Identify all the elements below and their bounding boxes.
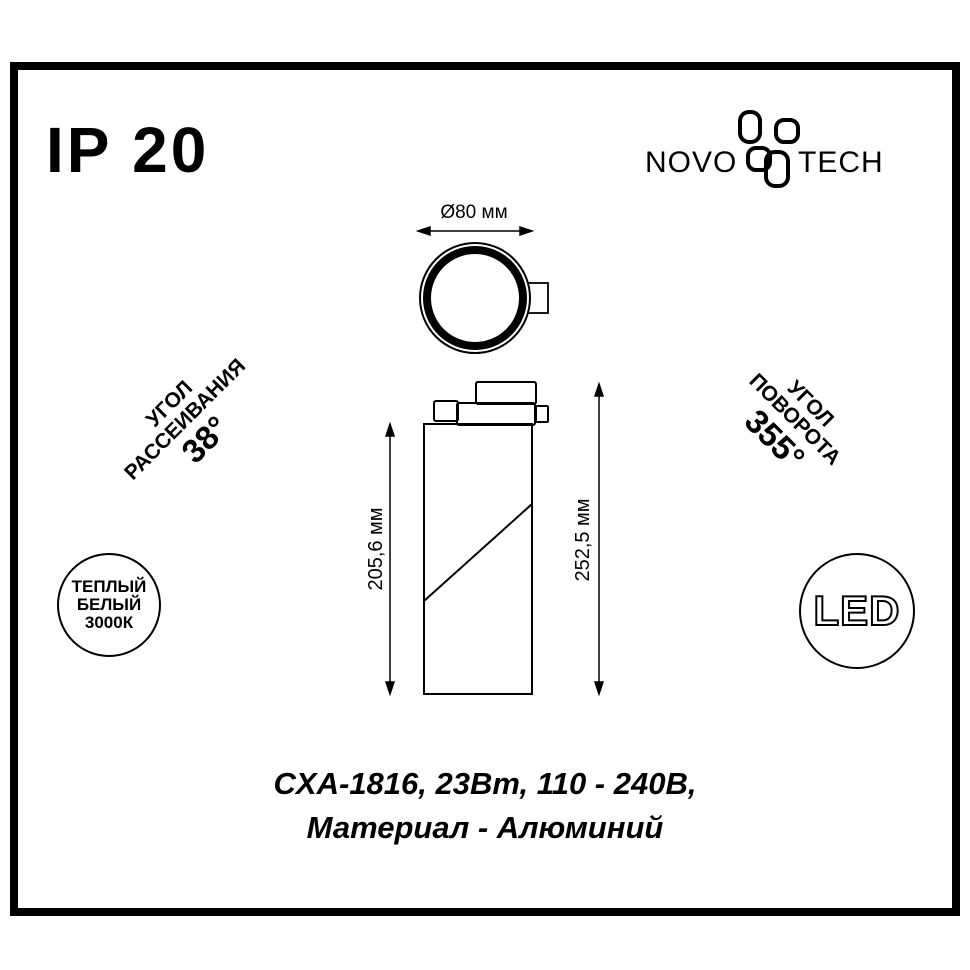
- diameter-dimension: [415, 225, 535, 237]
- brand-name-left: NOVO: [645, 146, 738, 179]
- led-badge: LED: [799, 553, 915, 669]
- color-temperature-badge: ТЕПЛЫЙ БЕЛЫЙ 3000К: [57, 553, 161, 657]
- total-height-dimension: [593, 381, 605, 697]
- body-height-dimension: [384, 421, 396, 697]
- color-temp-line1: ТЕПЛЫЙ: [71, 577, 147, 597]
- spec-line-2: Материал - Алюминий: [306, 810, 664, 845]
- side-view-drawing: [423, 381, 549, 695]
- diameter-label: Ø80 мм: [440, 202, 507, 223]
- total-height-label: 252,5 мм: [572, 498, 594, 581]
- spec-line-1: CXA-1816, 23Вт, 110 - 240В,: [273, 766, 697, 801]
- color-temp-line3: 3000К: [84, 612, 134, 632]
- top-view-drawing: [419, 242, 549, 354]
- brand-name-right: TECH: [798, 146, 884, 179]
- brand-logo-icon: [738, 110, 800, 188]
- led-badge-label: LED: [813, 586, 901, 635]
- body-height-label: 205,6 мм: [365, 507, 387, 590]
- color-temp-line2: БЕЛЫЙ: [76, 595, 142, 615]
- outer-frame: [10, 62, 960, 916]
- ip-rating: IP 20: [46, 114, 210, 186]
